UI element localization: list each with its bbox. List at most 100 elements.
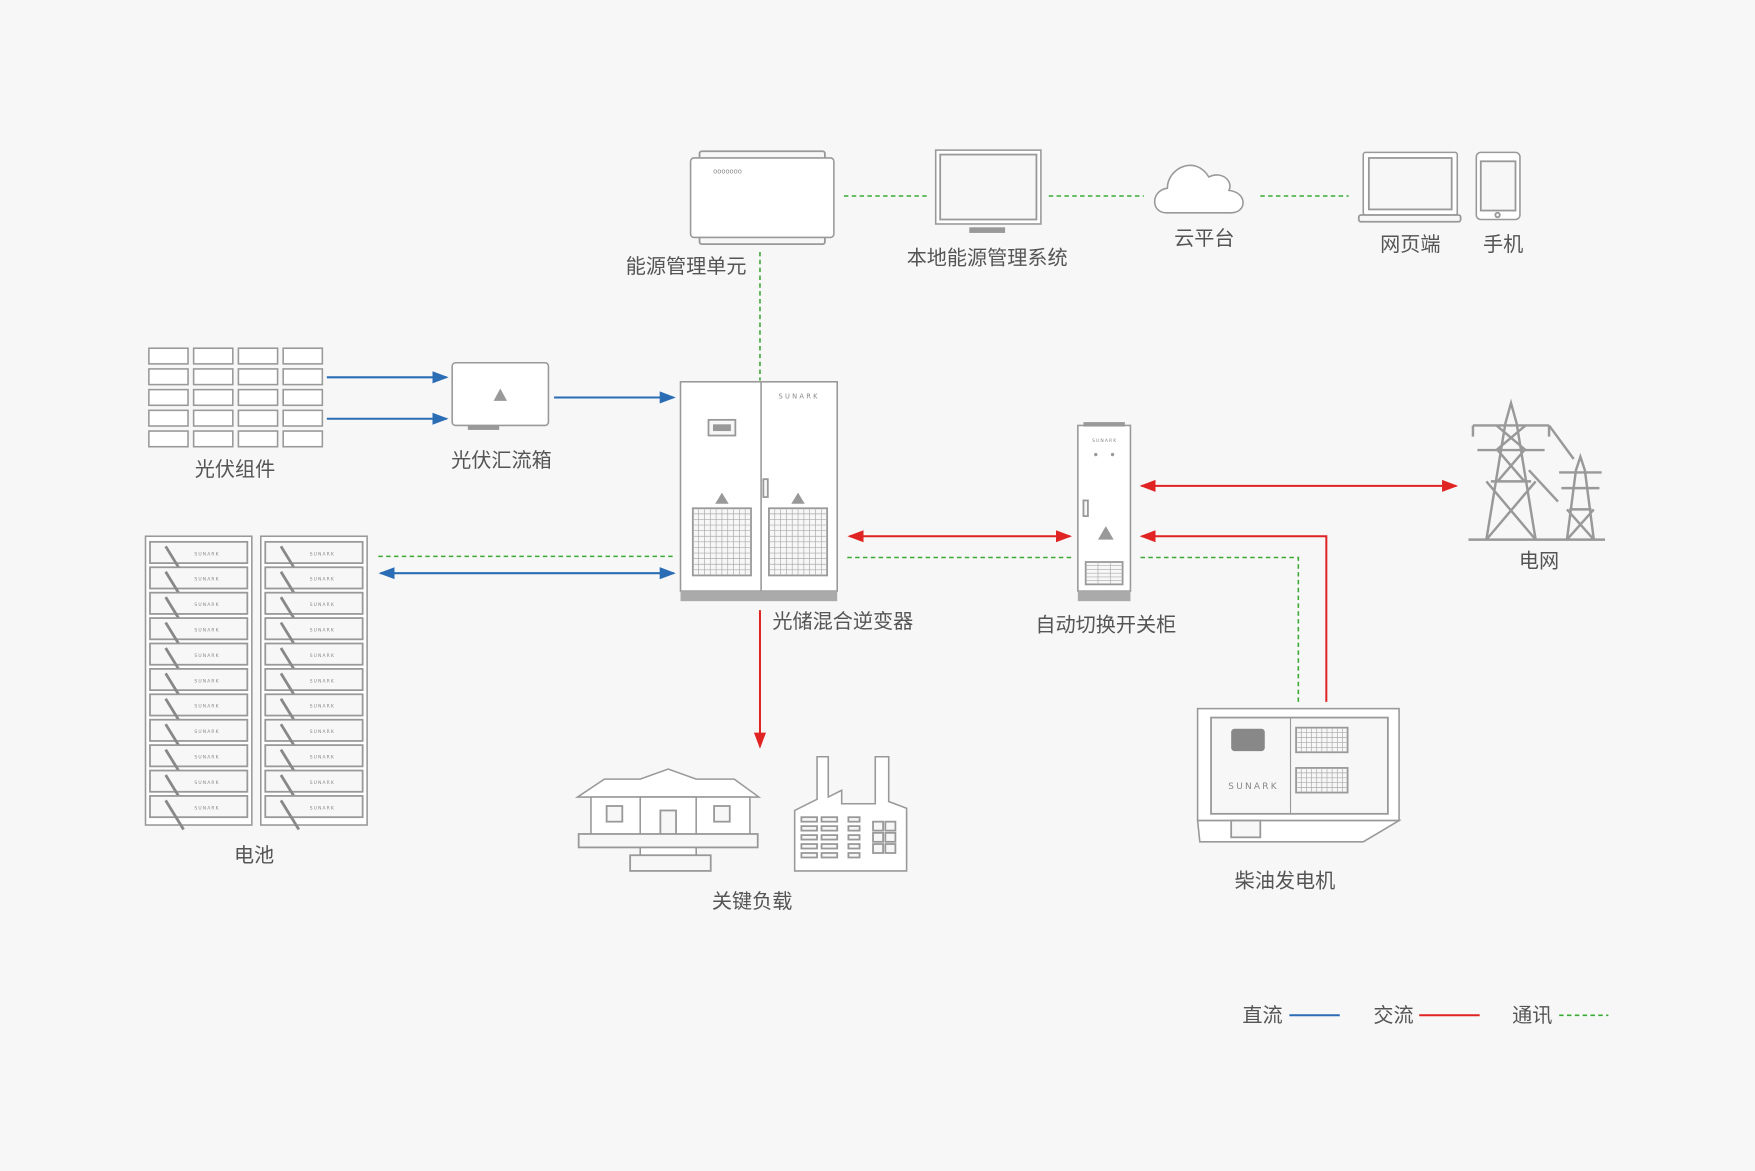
- label-loads: 关键负载: [712, 889, 792, 913]
- pv-panel-cell: [148, 388, 189, 407]
- battery-brand: SUNARK: [310, 704, 335, 710]
- label-ats: 自动切换开关柜: [1035, 612, 1176, 636]
- label-phone: 手机: [1483, 232, 1523, 256]
- factory-window: [872, 831, 884, 843]
- battery-brand: SUNARK: [194, 805, 219, 811]
- factory-window: [820, 843, 839, 850]
- factory-window: [800, 825, 818, 832]
- battery-brand: SUNARK: [194, 780, 219, 786]
- pv-panel-cell: [192, 368, 234, 386]
- factory-icon: [793, 755, 908, 872]
- battery-brand: SUNARK: [310, 653, 335, 659]
- laptop-icon: [1357, 151, 1462, 223]
- legend: 直流 交流 通讯: [1242, 1003, 1609, 1027]
- factory-window: [800, 852, 818, 859]
- battery-cable: [164, 799, 185, 831]
- ats-brand: SUNARK: [1092, 438, 1117, 444]
- battery-brand: SUNARK: [310, 551, 335, 557]
- label-cloud: 云平台: [1174, 226, 1234, 250]
- battery-brand: SUNARK: [194, 602, 219, 608]
- label-generator: 柴油发电机: [1235, 869, 1336, 893]
- factory-window: [872, 843, 884, 854]
- battery-racks-icon: SUNARK SUNARK SUNARK SUNARK SUNARK SUNARK SUNA…: [144, 535, 368, 831]
- battery-brand: SUNARK: [310, 755, 335, 761]
- pv-panel-cell: [282, 409, 324, 427]
- house-icon: [574, 768, 762, 872]
- battery-brand: SUNARK: [310, 729, 335, 735]
- battery-brand: SUNARK: [310, 577, 335, 583]
- battery-brand: SUNARK: [194, 577, 219, 583]
- pv-panel-cell: [148, 368, 189, 386]
- pv-panel-cell: [282, 388, 324, 407]
- hybrid-inverter-icon: SUNARK: [679, 381, 838, 602]
- label-battery: 电池: [234, 843, 274, 867]
- pv-panel-cell: [192, 409, 234, 427]
- component-labels: 光伏组件 光伏汇流箱 能源管理单元 本地能源管理系统 云平台 网页端 手机 光储…: [195, 226, 1559, 913]
- power-grid-towers-icon: [1468, 398, 1606, 541]
- legend-ac-label: 交流: [1373, 1003, 1413, 1027]
- pv-panel-cell: [282, 368, 324, 386]
- pv-panel-cell: [237, 388, 279, 407]
- dc-lines: [326, 371, 676, 580]
- ems-unit-icon: ooooooo: [689, 150, 835, 246]
- factory-window: [800, 816, 818, 823]
- ats-cabinet-icon: SUNARK: [1077, 422, 1132, 602]
- inverter-brand: SUNARK: [779, 393, 820, 401]
- pv-panel-cell: [192, 430, 234, 448]
- battery-brand: SUNARK: [310, 805, 335, 811]
- pv-panels-icon: [148, 347, 324, 448]
- battery-brand: SUNARK: [310, 678, 335, 684]
- factory-window: [847, 834, 861, 841]
- label-pv-modules: 光伏组件: [195, 457, 275, 481]
- battery-brand: SUNARK: [310, 780, 335, 786]
- factory-window: [884, 843, 897, 854]
- pv-panel-cell: [237, 430, 279, 448]
- monitor-icon: [934, 149, 1042, 233]
- battery-brand: SUNARK: [194, 678, 219, 684]
- legend-comm-label: 通讯: [1512, 1003, 1552, 1027]
- label-pv-combiner: 光伏汇流箱: [451, 448, 552, 472]
- factory-window: [820, 825, 839, 832]
- label-ems-unit: 能源管理单元: [626, 254, 747, 278]
- pv-panel-cell: [237, 409, 279, 427]
- pv-panel-cell: [237, 347, 279, 365]
- factory-window: [820, 834, 839, 841]
- battery-brand: SUNARK: [194, 653, 219, 659]
- legend-dc-label: 直流: [1242, 1003, 1282, 1027]
- factory-window: [884, 831, 897, 843]
- pv-combiner-icon: [451, 361, 550, 430]
- ac-lines: [753, 479, 1459, 749]
- label-inverter: 光储混合逆变器: [772, 609, 913, 633]
- label-web: 网页端: [1380, 232, 1440, 256]
- pv-panel-cell: [237, 368, 279, 386]
- battery-brand: SUNARK: [194, 551, 219, 557]
- pv-panel-cell: [148, 430, 189, 448]
- factory-window: [820, 816, 839, 823]
- factory-window: [800, 834, 818, 841]
- battery-brand: SUNARK: [194, 628, 219, 634]
- factory-window: [847, 825, 861, 832]
- diesel-generator-icon: SUNARK: [1196, 707, 1402, 843]
- generator-brand: SUNARK: [1228, 782, 1279, 792]
- phone-icon: [1475, 151, 1521, 221]
- pv-panel-cell: [192, 347, 234, 365]
- pv-panel-cell: [148, 409, 189, 427]
- factory-window: [872, 820, 884, 832]
- svg-text:ooooooo: ooooooo: [713, 168, 742, 176]
- factory-window: [884, 820, 897, 832]
- battery-brand: SUNARK: [194, 704, 219, 710]
- pv-panel-cell: [192, 388, 234, 407]
- battery-brand: SUNARK: [194, 729, 219, 735]
- pv-panel-cell: [148, 347, 189, 365]
- battery-brand: SUNARK: [310, 628, 335, 634]
- cloud-icon: [1153, 164, 1244, 214]
- label-local-ems: 本地能源管理系统: [907, 245, 1068, 269]
- label-grid: 电网: [1519, 549, 1559, 573]
- comm-lines: [378, 195, 1349, 702]
- battery-brand: SUNARK: [310, 602, 335, 608]
- battery-cable: [279, 799, 301, 831]
- pv-panel-cell: [282, 347, 324, 365]
- factory-window: [847, 816, 861, 823]
